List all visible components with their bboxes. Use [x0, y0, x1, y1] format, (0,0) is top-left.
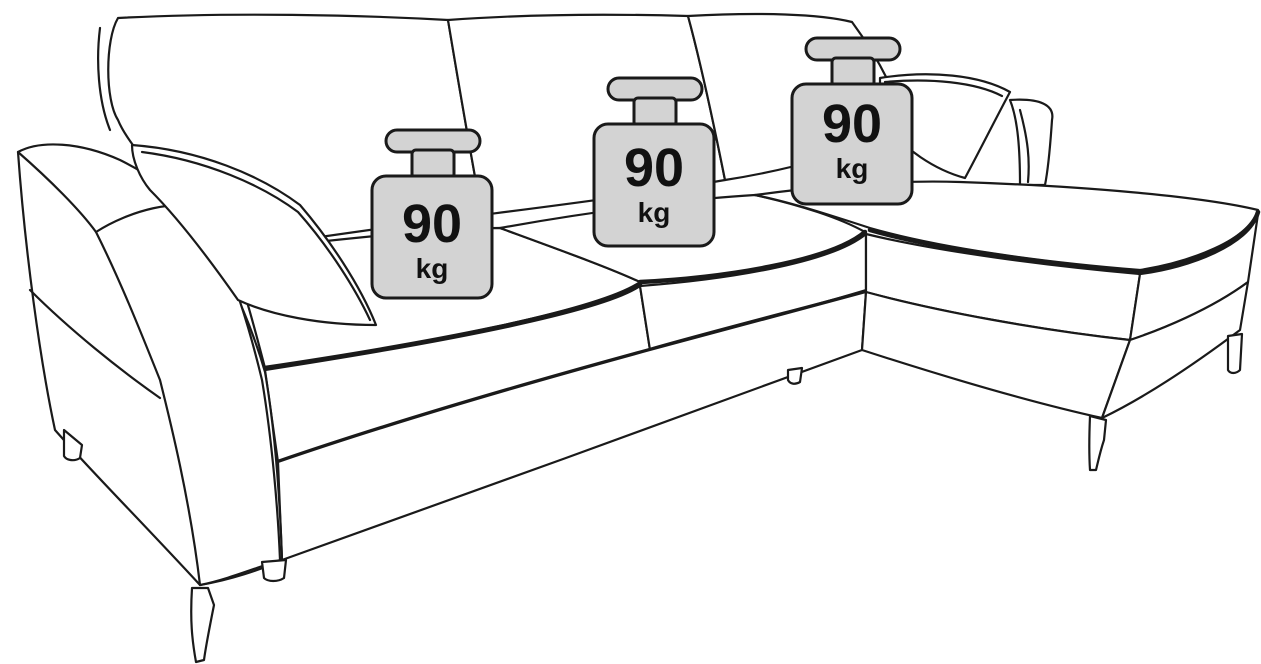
weight-neck — [412, 150, 454, 178]
leg-middle — [788, 368, 802, 384]
leg-chaise-back — [1228, 334, 1242, 373]
weight-unit: kg — [836, 153, 869, 184]
weight-value: 90 — [402, 194, 462, 254]
weight-value: 90 — [822, 94, 882, 154]
chaise-back-arm — [1010, 100, 1052, 185]
weight-value: 90 — [624, 138, 684, 198]
weight-unit: kg — [638, 197, 671, 228]
leg-front-left — [191, 588, 214, 662]
weight-unit: kg — [416, 253, 449, 284]
weight-neck — [634, 98, 676, 126]
leg-front-left-2 — [262, 560, 286, 581]
weight-neck — [832, 58, 874, 86]
leg-chaise-front — [1089, 416, 1106, 470]
